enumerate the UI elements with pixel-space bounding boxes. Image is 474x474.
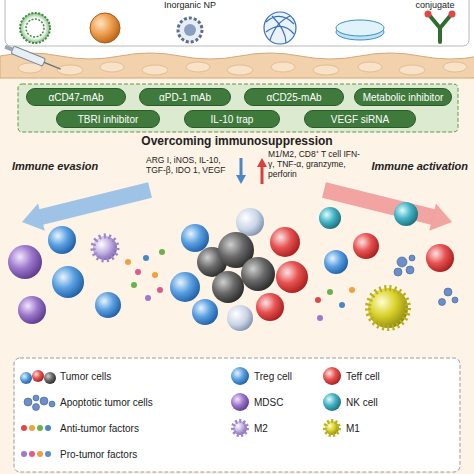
drug-pill: TBRI inhibitor [56, 110, 160, 128]
drug-name: VEGF siRNA [331, 114, 389, 125]
legend-text: M1 [346, 423, 360, 434]
drug-name: αCD25-mAb [266, 92, 321, 103]
drug-pill: αCD25-mAb [244, 88, 344, 106]
legend-text: Tumor cells [60, 371, 111, 382]
drug-pill: Metabolic inhibitor [354, 88, 452, 106]
drug-pill: αPD-1 mAb [139, 88, 231, 106]
drug-name: αCD47-mAb [48, 92, 103, 103]
drug-name: Metabolic inhibitor [363, 92, 444, 103]
particle-label: conjugate [405, 0, 465, 10]
factor-list: M1/M2, CD8⁺ T cell IFN-γ, TNF-α, granzym… [268, 150, 360, 179]
legend-text: M2 [254, 423, 268, 434]
drug-pill: VEGF siRNA [304, 110, 416, 128]
legend-text: Pro-tumor factors [60, 449, 137, 460]
legend-text: Treg cell [254, 371, 292, 382]
drug-name: TBRI inhibitor [78, 114, 139, 125]
legend-text: Anti-tumor factors [60, 423, 139, 434]
drug-pill: IL-10 trap [184, 110, 280, 128]
legend-text: MDSC [254, 397, 283, 408]
drug-pill: αCD47-mAb [26, 88, 126, 106]
factor-list: ARG I, iNOS, IL-10, TGF-β, IDO 1, VEGF [146, 156, 238, 176]
process-label: Immune activation [352, 160, 468, 173]
particle-label: Inorganic NP [150, 0, 230, 10]
drug-name: αPD-1 mAb [159, 92, 211, 103]
heading: Overcoming immunosuppression [117, 135, 357, 149]
legend-text: NK cell [346, 397, 378, 408]
drug-name: IL-10 trap [211, 114, 254, 125]
legend-text: Teff cell [346, 371, 380, 382]
process-label: Immune evasion [12, 160, 122, 173]
legend-text: Apoptotic tumor cells [60, 397, 153, 408]
